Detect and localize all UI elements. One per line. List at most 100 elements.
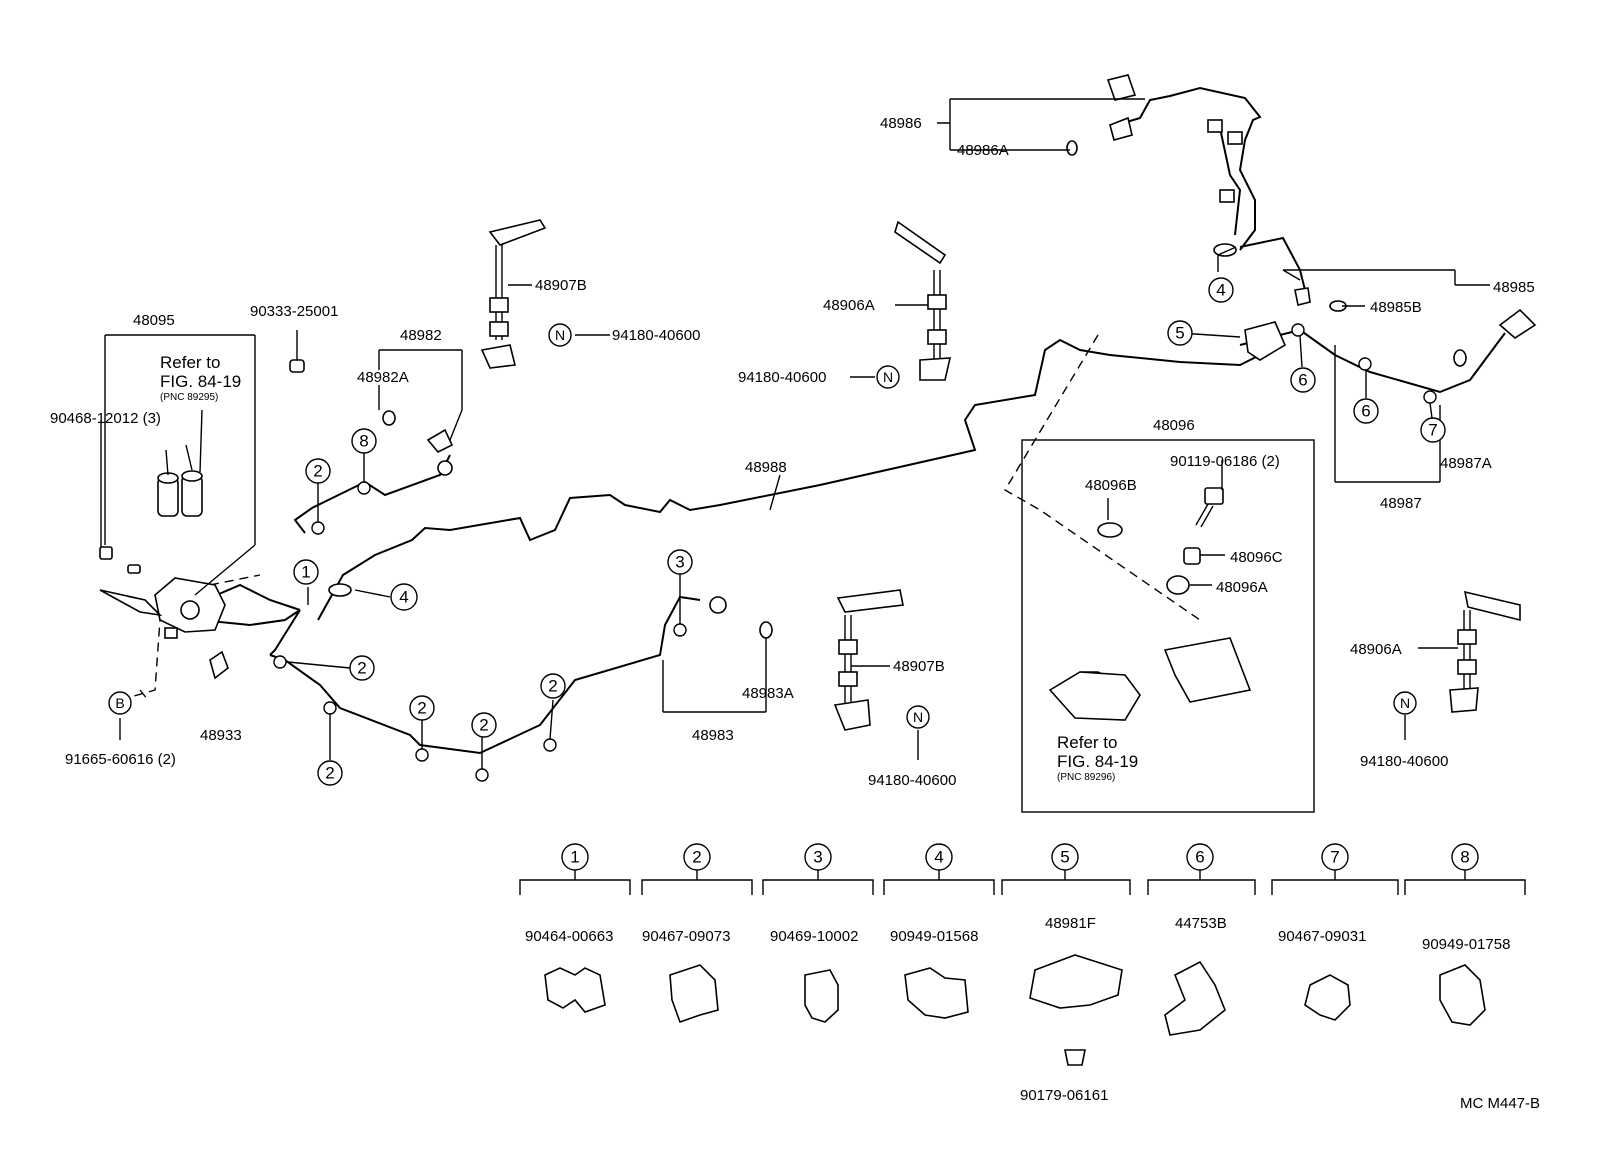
label-90333: 90333-25001 [250,303,338,320]
tube-48986 [1109,86,1262,251]
bushing-48096a-icon [1166,575,1190,595]
dashed-leader-valve [209,574,261,586]
brake-tube-routes [199,86,1506,755]
fitting-48983-icon [709,596,727,614]
label-48906a-right: 48906A [1350,641,1402,658]
legend-part-5: 48981F [1045,915,1096,932]
clamp-2-icon [669,964,719,1024]
label-48985b: 48985B [1370,299,1422,316]
clamp-markers [273,243,1437,782]
callout-3: 3 [667,549,693,575]
label-refer-right-2: FIG. 84-19 [1057,752,1138,771]
clamp-4-icon [904,967,969,1019]
callout-2: 2 [409,695,435,721]
svg-text:7: 7 [1330,848,1339,867]
legend-part-1: 90464-00663 [525,928,613,945]
legend-part-3: 90469-10002 [770,928,858,945]
fitting-48985-icon [1294,287,1311,306]
tube-48988 [317,338,1261,621]
callout-2: 2 [471,712,497,738]
label-refer-left-1: Refer to [160,353,220,372]
bracket-5-icon [1244,321,1287,361]
tube-48983 [269,595,701,755]
label-refer-right-pnc: (PNC 89296) [1057,772,1115,783]
hose-fitting-48986-icon [1106,74,1137,101]
clamp-marker [475,768,489,782]
label-48987: 48987 [1380,495,1422,512]
clamp-marker [311,521,325,535]
clamp-6-icon [1164,960,1226,1036]
callout-n: N [876,365,900,389]
legend-part-2: 90467-09073 [642,928,730,945]
label-48982a: 48982A [357,369,409,386]
bolt-90468-icon [99,546,113,560]
callout-6: 6 [1290,367,1316,393]
callout-5: 5 [1167,320,1193,346]
label-48982: 48982 [400,327,442,344]
svg-text:4: 4 [399,588,408,607]
label-48095: 48095 [133,312,175,329]
label-48907b-top: 48907B [535,277,587,294]
grommet-4-left [328,583,352,597]
gasket-48982a-icon [382,410,396,426]
callout-n: N [906,705,930,729]
tube-valve-2 [199,609,301,627]
svg-text:6: 6 [1361,402,1370,421]
callout-2: 2 [540,673,566,699]
callout-2: 2 [317,760,343,786]
svg-text:2: 2 [479,716,488,735]
callout-b: B [108,691,132,715]
part-drawings [99,74,1537,731]
label-90119: 90119-06186 (2) [1170,453,1280,470]
svg-text:8: 8 [1460,848,1469,867]
clamp-7-icon [1304,974,1351,1021]
label-48933: 48933 [200,727,242,744]
union-48982-icon [426,428,454,453]
svg-text:3: 3 [675,553,684,572]
hose-fitting-48987-icon [1498,308,1537,339]
svg-text:1: 1 [301,563,310,582]
fitting-icon [127,564,141,574]
tube-48986-branch [1219,127,1242,236]
legend-item-4: 4 90949-01568 [883,843,995,1019]
tube-joint-line [1217,246,1237,256]
svg-text:1: 1 [570,848,579,867]
callout-1: 1 [293,559,319,585]
spacer-48096c-icon [1183,547,1201,565]
link-48907b-top-icon [480,219,547,369]
label-91665: 91665-60616 (2) [65,751,176,768]
legend-item-3: 3 90469-10002 [762,843,874,1023]
svg-text:2: 2 [417,699,426,718]
gasket-48983a-icon [759,621,773,639]
clamp-marker [357,481,371,495]
label-48907b-bottom: 48907B [893,658,945,675]
union-fitting-icon [1219,189,1235,203]
clip-48933-icon [209,650,229,680]
svg-text:N: N [555,327,565,343]
link-48907b-bottom-icon [833,589,904,731]
callout-6: 6 [1353,398,1379,424]
legend-part-7: 90467-09031 [1278,928,1366,945]
clamp-1-icon [544,967,606,1013]
clamp-marker [415,748,429,762]
svg-text:7: 7 [1428,421,1437,440]
label-footer-code: MC M447-B [1460,1095,1540,1112]
label-90468: 90468-12012 (3) [50,410,161,427]
svg-text:N: N [1400,695,1410,711]
svg-text:N: N [913,709,923,725]
callout-4: 4 [1208,277,1234,303]
grommet-4-right [1213,243,1237,257]
legend-sub-part-5: 90179-06161 [1020,1087,1108,1104]
label-94180-right: 94180-40600 [1360,753,1448,770]
clamp-marker [273,655,287,669]
clamp-marker [1358,357,1372,371]
svg-text:N: N [883,369,893,385]
svg-text:6: 6 [1298,371,1307,390]
callout-8: 8 [351,428,377,454]
label-48988: 48988 [745,459,787,476]
clamp-marker [323,701,337,715]
union-48982-seat-icon [437,460,453,476]
bracket-5-legend-icon [1029,954,1123,1009]
label-48096a: 48096A [1216,579,1268,596]
